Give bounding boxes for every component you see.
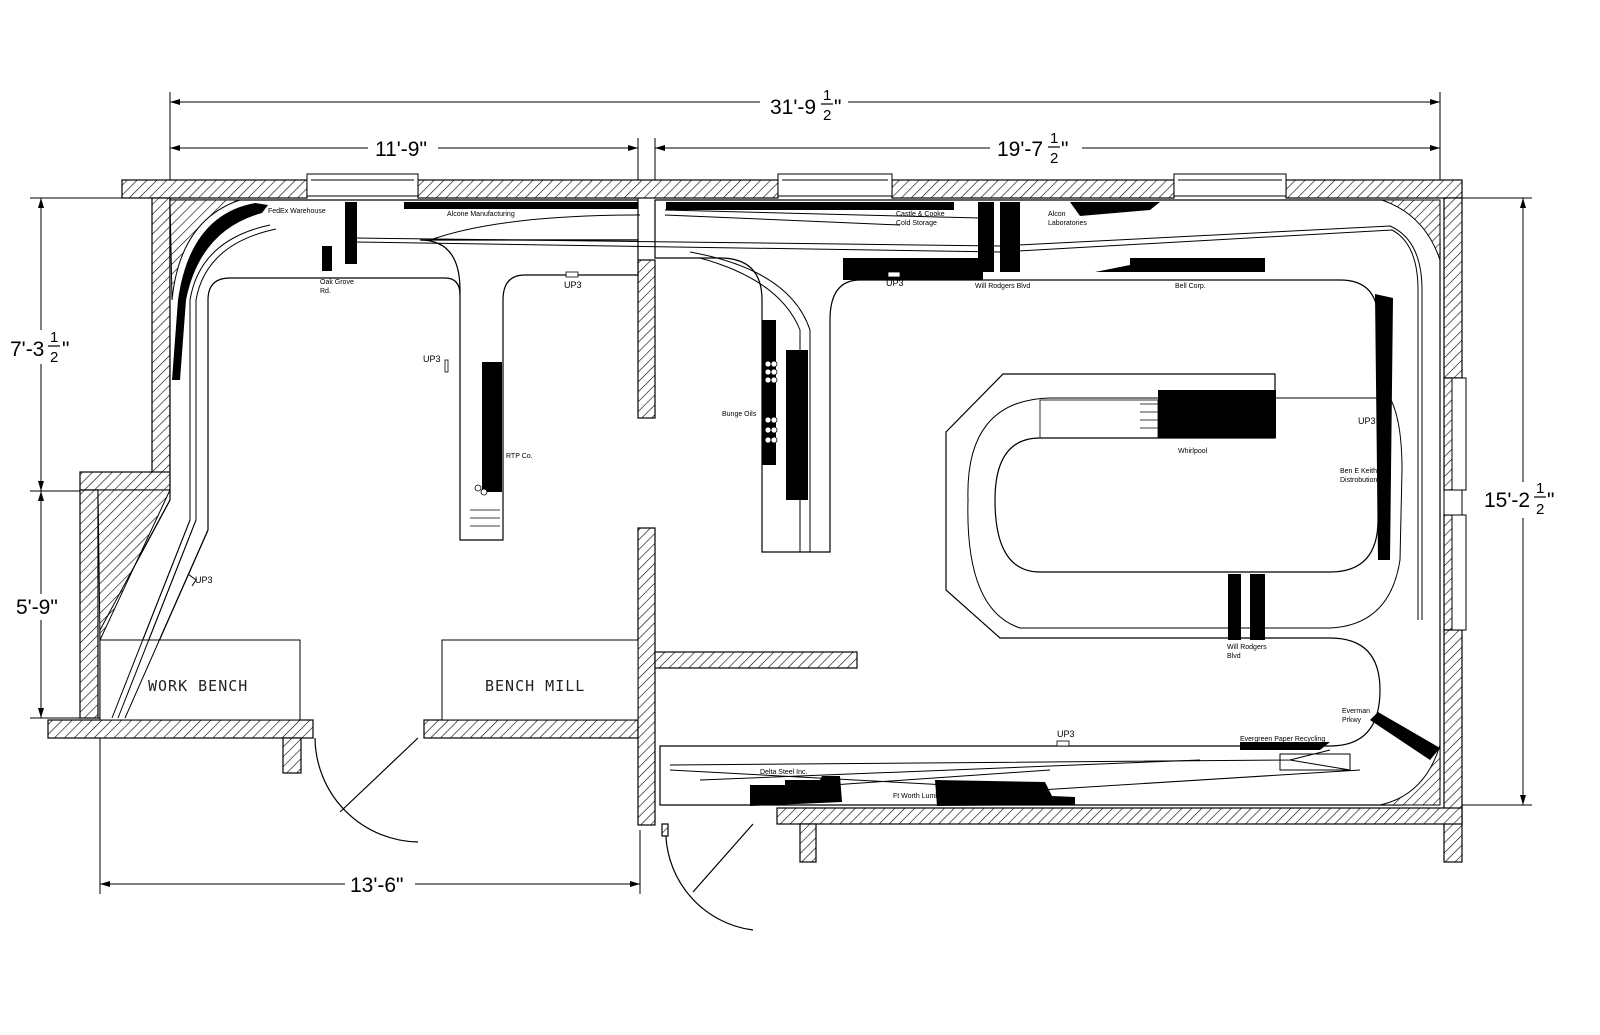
svg-text:UP3: UP3	[1057, 729, 1075, 739]
dim-upper-height: 7'-3 1 2 "	[8, 329, 78, 366]
dim-left-width: 11'-9"	[368, 135, 438, 161]
industry-buildings	[172, 202, 1440, 806]
label-ft-worth: Ft Worth Lumber	[893, 793, 946, 800]
svg-text:WORK BENCH: WORK BENCH	[148, 677, 248, 695]
doors	[314, 737, 754, 931]
label-rtp: RTP Co.	[506, 453, 533, 460]
alcon-building	[1070, 202, 1160, 216]
svg-text:UP3: UP3	[886, 278, 904, 288]
castle-cooke-building	[666, 202, 954, 210]
svg-text:Blvd: Blvd	[1227, 653, 1241, 660]
svg-text:": "	[1547, 489, 1554, 512]
label-oak-grove: Oak Grove	[320, 279, 354, 286]
svg-text:2: 2	[1050, 150, 1058, 167]
dim-bottom-width: 13'-6"	[345, 872, 415, 897]
rtp-building	[482, 362, 502, 492]
svg-text:Cold Storage: Cold Storage	[896, 220, 937, 227]
delta-steel-building	[750, 776, 842, 806]
svg-text:31'-9: 31'-9	[770, 96, 816, 119]
svg-text:2: 2	[1536, 501, 1544, 518]
svg-text:15'-2: 15'-2	[1484, 489, 1530, 512]
svg-text:Prkwy: Prkwy	[1342, 717, 1362, 724]
label-whirlpool: Whirlpool	[1178, 448, 1208, 455]
label-ben-keith: Ben E Keith	[1340, 468, 1377, 475]
label-bunge: Bunge Oils	[722, 411, 757, 418]
svg-text:UP3: UP3	[423, 354, 441, 364]
windows	[306, 173, 1467, 631]
bunge-building	[786, 350, 808, 500]
svg-text:11'-9": 11'-9"	[375, 138, 427, 161]
whirlpool-building	[1158, 390, 1276, 438]
svg-text:2: 2	[823, 107, 831, 124]
svg-text:1: 1	[1536, 480, 1544, 497]
benchwork	[99, 199, 1441, 806]
svg-text:2: 2	[50, 349, 58, 366]
work-bench: WORK BENCH	[99, 639, 301, 721]
will-rodgers-building	[978, 202, 994, 272]
label-delta: Delta Steel Inc.	[760, 769, 808, 776]
alcone-mfg-building	[404, 202, 638, 209]
svg-text:Distrobution: Distrobution	[1340, 477, 1377, 484]
dim-right-height: 15'-2 1 2 "	[1482, 480, 1562, 518]
dim-lower-height: 5'-9"	[12, 594, 72, 620]
ft-worth-lumber-building	[935, 780, 1075, 806]
detail-marks	[444, 359, 1384, 527]
label-alcone: Alcone Manufacturing	[447, 211, 515, 218]
bell-corp-building	[1095, 258, 1265, 272]
label-bell: Bell Corp.	[1175, 283, 1206, 290]
svg-text:": "	[834, 96, 841, 119]
svg-text:UP3: UP3	[195, 575, 213, 585]
dim-right-width: 19'-7 1 2 "	[990, 130, 1082, 167]
dimension-arrowheads	[38, 99, 1526, 887]
svg-text:19'-7: 19'-7	[997, 138, 1043, 161]
evergreen-building	[1240, 742, 1330, 750]
svg-text:1: 1	[50, 329, 58, 346]
svg-text:BENCH MILL: BENCH MILL	[485, 677, 585, 695]
svg-text:1: 1	[1050, 130, 1058, 147]
svg-text:Laboratories: Laboratories	[1048, 220, 1087, 227]
walls	[47, 179, 1463, 863]
up3-markers	[565, 271, 1070, 747]
track-lines	[111, 209, 1423, 791]
svg-text:": "	[62, 338, 69, 361]
oak-grove-building	[345, 202, 357, 264]
bench-mill: BENCH MILL	[441, 639, 639, 721]
svg-text:": "	[1061, 138, 1068, 161]
label-will-rodgers-mid: Will Rodgers	[1227, 644, 1267, 651]
fedex-warehouse-building	[172, 203, 268, 380]
svg-text:Rd.: Rd.	[320, 288, 331, 295]
label-alcon: Alcon	[1048, 211, 1066, 218]
svg-text:13'-6": 13'-6"	[350, 874, 404, 897]
label-castle-cooke: Castle & Cooke	[896, 211, 945, 218]
label-everman: Everman	[1342, 708, 1370, 715]
svg-text:UP3: UP3	[564, 280, 582, 290]
label-will-rodgers-top: Will Rodgers Blvd	[975, 283, 1030, 290]
will-rodgers-mid-building	[1228, 574, 1241, 640]
svg-text:5'-9": 5'-9"	[16, 596, 58, 619]
svg-text:UP3: UP3	[1358, 416, 1376, 426]
left-loop-over-bench	[99, 499, 209, 719]
ben-e-keith-building	[1375, 294, 1393, 560]
svg-text:1: 1	[823, 87, 831, 104]
industry-labels: FedEx Warehouse Alcone Manufacturing Cas…	[268, 208, 1377, 800]
everman-building	[1370, 712, 1440, 760]
label-fedex: FedEx Warehouse	[268, 208, 326, 215]
dim-overall-width: 31'-9 1 2 "	[760, 87, 848, 124]
label-evergreen: Evergreen Paper Recycling	[1240, 736, 1325, 743]
svg-text:7'-3: 7'-3	[10, 338, 44, 361]
up3-labels: UP3 UP3 UP3 UP3 UP3 UP3	[195, 278, 1376, 739]
